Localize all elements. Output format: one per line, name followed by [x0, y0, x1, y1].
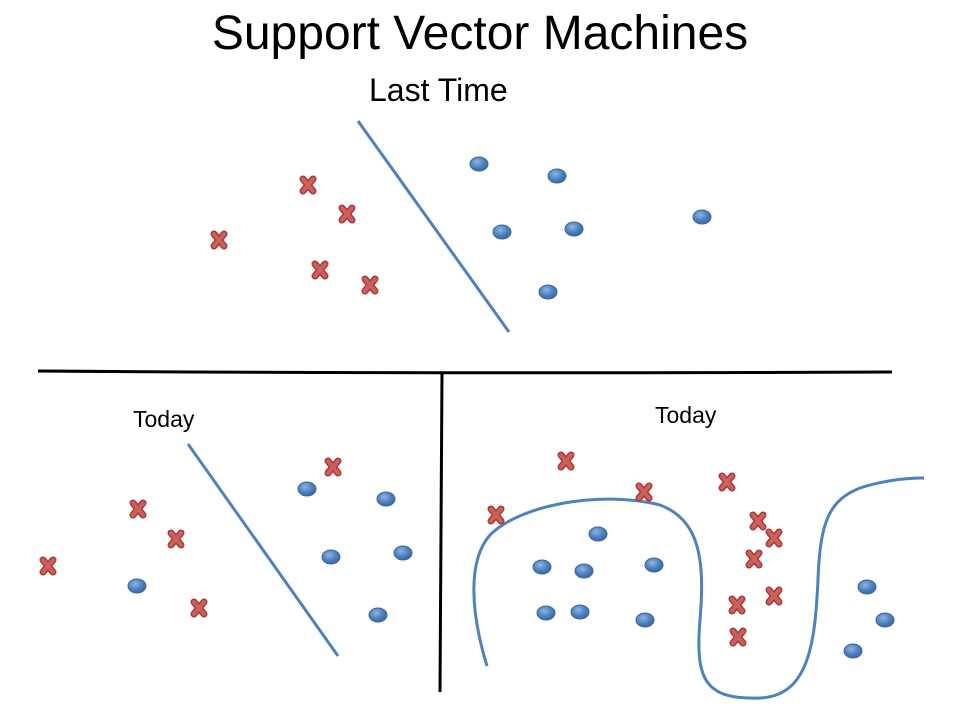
x-marker [365, 279, 375, 291]
x-marker [732, 599, 742, 611]
x-marker [303, 179, 313, 191]
x-marker [722, 476, 732, 488]
negative-points-right [491, 455, 779, 643]
dot-marker [538, 284, 558, 300]
dot-marker [547, 168, 567, 184]
nonlinear-boundary [472, 476, 925, 700]
x-marker [43, 560, 53, 572]
top-panel [214, 120, 712, 333]
x-marker [753, 515, 763, 527]
dot-marker [393, 545, 413, 561]
dot-marker [843, 643, 863, 659]
dot-marker [376, 491, 396, 507]
slide-title: Support Vector Machines [211, 7, 749, 60]
x-marker [733, 631, 743, 643]
x-marker [315, 264, 325, 276]
linear-boundary-left [186, 443, 340, 657]
dot-marker [692, 209, 712, 225]
positive-points-top [469, 156, 712, 300]
negative-points-top [214, 179, 375, 291]
dot-marker [570, 604, 590, 620]
dot-marker [536, 605, 556, 621]
dot-marker [574, 563, 594, 579]
x-marker [491, 509, 501, 521]
dot-marker [875, 612, 895, 628]
positive-points-left [127, 481, 413, 623]
dot-marker [635, 612, 655, 628]
panel-dividers [37, 369, 893, 693]
panel-left-label: Today [133, 406, 195, 432]
dot-marker [564, 221, 584, 237]
dot-marker [644, 557, 664, 573]
x-marker [171, 533, 181, 545]
panel-right-label: Today [655, 402, 717, 428]
linear-boundary-top [356, 120, 511, 333]
dot-marker [857, 579, 877, 595]
bottom-right-panel [472, 455, 925, 700]
vertical-divider [438, 371, 444, 693]
slide-subtitle: Last Time [369, 72, 508, 108]
x-marker [133, 503, 143, 515]
x-marker [769, 590, 779, 602]
dot-marker [321, 549, 341, 565]
bottom-left-panel [43, 443, 413, 657]
x-marker [561, 455, 571, 467]
x-marker [194, 602, 204, 614]
dot-marker [492, 224, 512, 240]
horizontal-divider [37, 369, 893, 375]
x-marker [769, 532, 779, 544]
dot-marker [368, 607, 388, 623]
dot-marker [127, 578, 147, 594]
dot-marker [469, 156, 489, 172]
x-marker [328, 461, 338, 473]
dot-marker [588, 526, 608, 542]
x-marker [639, 486, 649, 498]
dot-marker [297, 481, 317, 497]
x-marker [749, 553, 759, 565]
positive-points-right [532, 526, 895, 659]
dot-marker [532, 559, 552, 575]
x-marker [214, 234, 224, 246]
x-marker [342, 208, 352, 220]
